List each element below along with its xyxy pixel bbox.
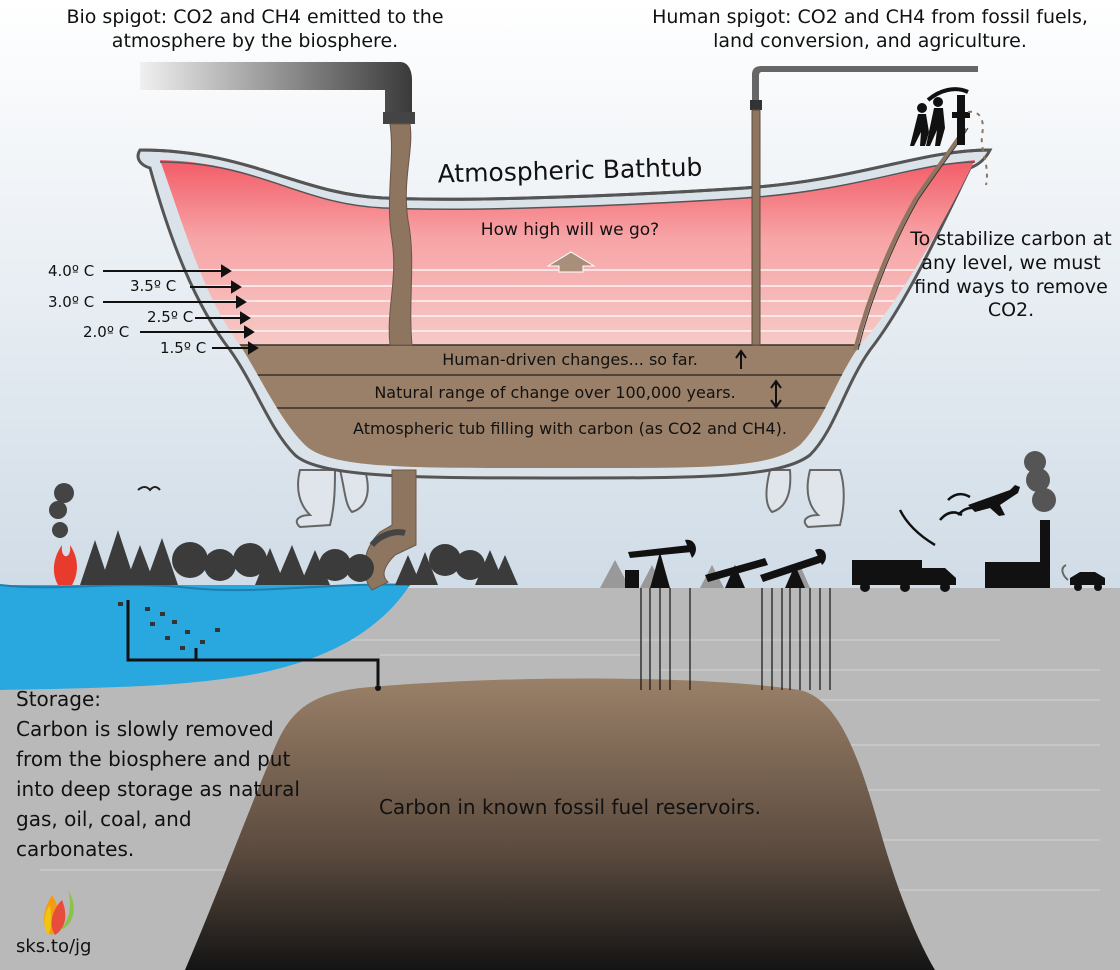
airplane-icon bbox=[968, 485, 1020, 516]
smoke-icon bbox=[49, 483, 74, 538]
natural-range-arrow bbox=[770, 379, 782, 409]
how-high-question: How high will we go? bbox=[480, 220, 660, 240]
people-pumping-icon bbox=[910, 87, 970, 146]
fire-icon bbox=[53, 545, 77, 585]
temp-label-4-0: 4.0º C bbox=[48, 262, 95, 280]
factory-icon bbox=[985, 520, 1050, 588]
factory-smoke-icon bbox=[1024, 451, 1056, 512]
human-driven-level-label: Human-driven changes... so far. bbox=[442, 350, 698, 369]
tub-feet bbox=[295, 469, 845, 529]
sks-logo bbox=[43, 890, 74, 935]
pump-hose bbox=[853, 126, 967, 351]
bird-icon bbox=[137, 486, 161, 492]
car-icon bbox=[1070, 572, 1105, 591]
temp-label-3-0: 3.0º C bbox=[48, 293, 95, 311]
temp-label-3-5: 3.5º C bbox=[130, 277, 177, 295]
temp-label-2-0: 2.0º C bbox=[83, 323, 130, 341]
carbon-filling-level-label: Atmospheric tub filling with carbon (as … bbox=[353, 419, 787, 438]
bio-spigot-flow bbox=[388, 123, 413, 346]
natural-range-level-label: Natural range of change over 100,000 yea… bbox=[374, 383, 736, 402]
oil-pumps bbox=[600, 539, 831, 690]
stabilize-caption: To stabilize carbon at any level, we mus… bbox=[910, 228, 1112, 322]
rising-arrow bbox=[546, 251, 596, 273]
temp-label-1-5: 1.5º C bbox=[160, 339, 207, 357]
bio-spigot-caption: Bio spigot: CO2 and CH4 emitted to the a… bbox=[66, 6, 444, 52]
water bbox=[0, 585, 410, 690]
forest bbox=[80, 530, 518, 585]
human-spigot-caption: Human spigot: CO2 and CH4 from fossil fu… bbox=[652, 6, 1088, 52]
storage-pipe bbox=[126, 600, 380, 685]
birds-icon bbox=[898, 492, 981, 547]
bio-spigot-pipe bbox=[140, 62, 412, 120]
reservoir-label: Carbon in known fossil fuel reservoirs. bbox=[378, 795, 762, 819]
fossil-fuel-reservoir bbox=[185, 678, 935, 970]
car-exhaust bbox=[1061, 564, 1069, 581]
truck-icon bbox=[852, 560, 956, 592]
human-spigot-pipe bbox=[752, 66, 978, 108]
temperature-arrows bbox=[103, 264, 259, 355]
human-change-arrow bbox=[735, 349, 747, 369]
source-credit: sks.to/jg bbox=[16, 936, 92, 957]
temp-label-2-5: 2.5º C bbox=[147, 308, 194, 326]
pump-spill bbox=[967, 110, 988, 186]
storage-caption: Storage: Carbon is slowly removed from t… bbox=[16, 687, 300, 861]
human-spigot-flow bbox=[751, 109, 761, 346]
